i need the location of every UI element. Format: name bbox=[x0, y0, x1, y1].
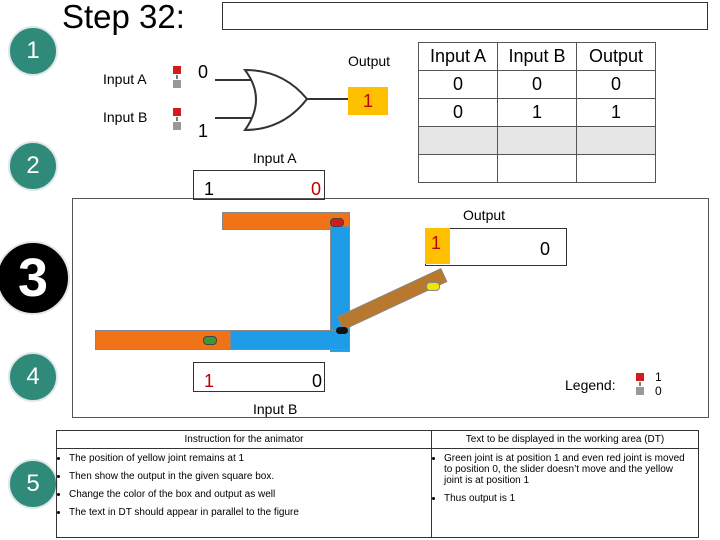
instr-left-item: Then show the output in the given square… bbox=[69, 471, 431, 482]
instr-right-header: Text to be displayed in the working area… bbox=[431, 430, 699, 449]
instr-left-header: Instruction for the animator bbox=[56, 430, 432, 449]
input-b-left-value: 1 bbox=[204, 371, 215, 391]
gate-input-a-label: Input A bbox=[103, 71, 147, 87]
gate-output-box: 1 bbox=[348, 87, 388, 115]
input-a-left-value: 1 bbox=[204, 179, 215, 199]
legend-top-value: 1 bbox=[655, 370, 662, 384]
blue-bottom-link bbox=[230, 330, 350, 350]
instr-right-item: Thus output is 1 bbox=[444, 493, 694, 504]
output-indicator-box bbox=[425, 228, 450, 264]
step-2-marker: 2 bbox=[8, 141, 58, 191]
truth-row: 0 1 1 bbox=[418, 98, 656, 127]
green-joint-icon bbox=[203, 336, 217, 345]
gate-input-a-value: 0 bbox=[198, 62, 209, 82]
step-4-marker: 4 bbox=[8, 352, 58, 402]
top-slider-bar bbox=[222, 212, 350, 230]
output-left-value: 1 bbox=[431, 233, 442, 253]
step-title: Step 32: bbox=[62, 0, 185, 35]
step-3-marker: 3 bbox=[0, 241, 70, 315]
input-b-switch-icon bbox=[173, 108, 181, 130]
truth-row bbox=[418, 154, 656, 183]
title-box bbox=[222, 2, 708, 30]
step-5-marker: 5 bbox=[8, 459, 58, 509]
input-b-right-value: 0 bbox=[312, 371, 323, 391]
input-a-right-value: 0 bbox=[311, 179, 322, 199]
black-joint-icon bbox=[336, 327, 348, 334]
instructions-table: Instruction for the animator Text to be … bbox=[56, 430, 699, 538]
step-1-marker: 1 bbox=[8, 26, 58, 76]
instr-left-item: Change the color of the box and output a… bbox=[69, 489, 431, 500]
instr-left-item: The position of yellow joint remains at … bbox=[69, 453, 431, 464]
truth-header-input-a: Input A bbox=[418, 42, 498, 71]
instr-right-item: Green joint is at position 1 and even re… bbox=[444, 453, 694, 486]
input-a-switch-icon bbox=[173, 66, 181, 88]
input-b-position-box bbox=[193, 362, 325, 392]
output-right-value: 0 bbox=[540, 239, 551, 259]
gate-input-b-label: Input B bbox=[103, 109, 148, 125]
instr-right-body: Green joint is at position 1 and even re… bbox=[431, 448, 699, 538]
truth-table: Input A Input B Output 0 0 0 0 1 1 bbox=[418, 42, 656, 183]
input-a-position-box bbox=[193, 170, 325, 200]
mech-output-label: Output bbox=[463, 207, 506, 223]
yellow-joint-icon bbox=[426, 282, 440, 291]
legend-switch-icon bbox=[636, 373, 644, 395]
truth-header-output: Output bbox=[576, 42, 656, 71]
gate-output-label: Output bbox=[348, 53, 391, 69]
legend-label: Legend: bbox=[565, 377, 616, 393]
mechanism-frame bbox=[72, 198, 709, 418]
gate-output-value: 1 bbox=[362, 90, 373, 111]
truth-row bbox=[418, 126, 656, 155]
red-joint-icon bbox=[330, 218, 344, 227]
mech-input-a-label: Input A bbox=[253, 150, 297, 166]
gate-input-b-value: 1 bbox=[198, 121, 209, 141]
legend-bottom-value: 0 bbox=[655, 384, 662, 398]
instr-left-item: The text in DT should appear in parallel… bbox=[69, 507, 431, 518]
mech-input-b-label: Input B bbox=[253, 401, 298, 417]
instr-left-body: The position of yellow joint remains at … bbox=[56, 448, 432, 538]
truth-header-input-b: Input B bbox=[497, 42, 577, 71]
truth-row: 0 0 0 bbox=[418, 70, 656, 99]
